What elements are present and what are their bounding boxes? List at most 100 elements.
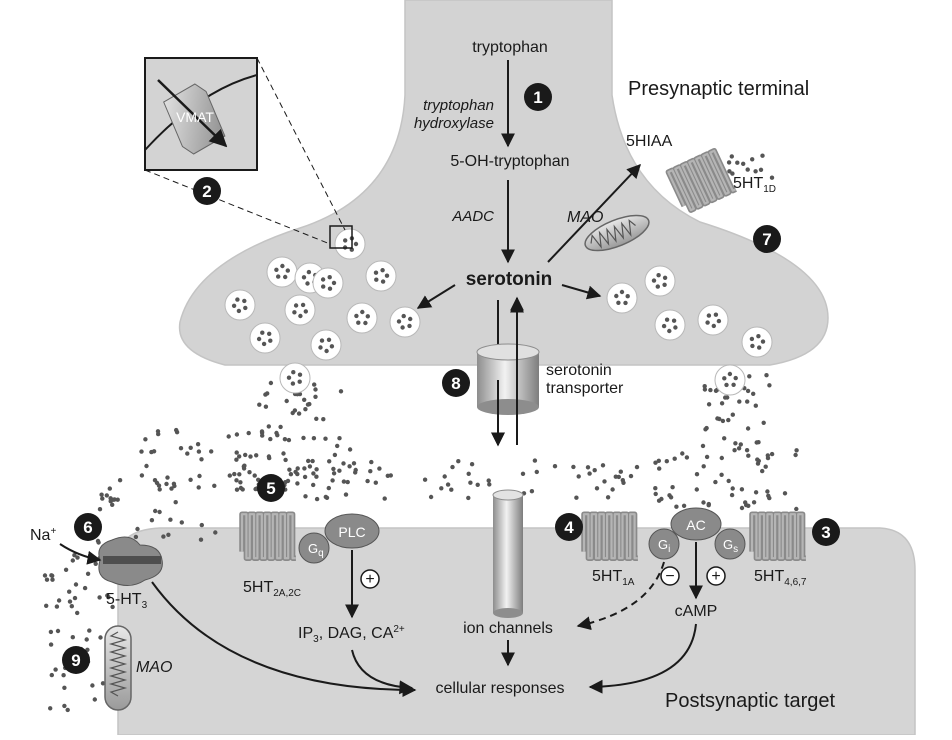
serotonin-dot xyxy=(110,604,115,610)
serotonin-dot xyxy=(84,637,89,642)
serotonin-dot xyxy=(311,471,316,476)
vesicle xyxy=(389,306,421,338)
serotonin-dot xyxy=(62,703,67,709)
serotonin-dot xyxy=(290,410,295,416)
label-oh-tryptophan: 5-OH-tryptophan xyxy=(450,153,569,170)
vesicle xyxy=(279,362,311,394)
serotonin-dot xyxy=(312,382,317,387)
serotonin-dot xyxy=(764,373,769,378)
serotonin-dot xyxy=(237,454,242,459)
serotonin-dot xyxy=(139,473,145,478)
serotonin-dot xyxy=(75,555,80,560)
label-5ht1d: 5HT1D xyxy=(733,175,776,195)
mitochondrion-presynaptic xyxy=(584,214,650,252)
serotonin-dot xyxy=(664,459,669,464)
serotonin-dot xyxy=(439,486,444,491)
serotonin-dot xyxy=(486,478,491,483)
serotonin-dot xyxy=(247,470,252,475)
serotonin-dot xyxy=(704,454,710,460)
serotonin-dot xyxy=(185,451,190,456)
step-number: 6 xyxy=(83,518,92,537)
serotonin-dot xyxy=(571,464,576,470)
serotonin-dot xyxy=(715,416,720,421)
serotonin-dot xyxy=(343,492,349,497)
serotonin-dot xyxy=(93,561,98,566)
serotonin-dot xyxy=(97,595,102,600)
serotonin-dot xyxy=(341,461,346,466)
serotonin-dot xyxy=(445,482,451,487)
vesicle xyxy=(654,309,686,341)
serotonin-dot xyxy=(252,473,257,478)
serotonin-dot xyxy=(745,167,750,172)
svg-text:+: + xyxy=(365,571,374,588)
serotonin-dot xyxy=(755,457,760,462)
gpcr-receptors xyxy=(239,147,806,561)
serotonin-dot xyxy=(69,604,75,609)
serotonin-dot xyxy=(149,518,155,523)
vmat-inset xyxy=(144,57,353,249)
serotonin-dot xyxy=(311,482,316,488)
serotonin-dot xyxy=(100,496,105,501)
serotonin-dot xyxy=(266,424,271,429)
serotonin-dot xyxy=(90,683,95,688)
serotonin-dot xyxy=(552,464,558,469)
serotonin-dot xyxy=(341,479,347,484)
serotonin-dot xyxy=(529,489,535,494)
serotonin-dot xyxy=(761,420,766,425)
serotonin-dot xyxy=(234,478,239,483)
serotonin-dot xyxy=(302,466,307,471)
serotonin-dot xyxy=(600,463,606,468)
serotonin-dot xyxy=(42,573,48,578)
label-camp: cAMP xyxy=(675,603,718,620)
svg-text:−: − xyxy=(665,568,674,585)
arrow-na-entry xyxy=(59,543,102,565)
serotonin-dot xyxy=(769,451,775,457)
serotonin-dot xyxy=(65,707,70,713)
label-5ht1a: 5HT1A xyxy=(592,568,635,588)
label-ion-channels: ion channels xyxy=(463,620,553,637)
serotonin-dot xyxy=(769,175,775,180)
serotonin-dot xyxy=(302,474,308,480)
serotonin-dot xyxy=(70,558,76,563)
serotonin-dot xyxy=(745,426,751,431)
serotonin-dot xyxy=(133,534,139,540)
serotonin-dot xyxy=(466,471,471,476)
serotonin-dot xyxy=(227,473,232,478)
serotonin-dot xyxy=(92,697,98,702)
serotonin-dot xyxy=(782,491,788,496)
serotonin-dot xyxy=(313,387,318,392)
serotonin-dot xyxy=(592,468,597,473)
label-postsynaptic: Postsynaptic target xyxy=(665,690,836,712)
serotonin-dot xyxy=(296,411,302,416)
step-number: 5 xyxy=(266,479,275,498)
serotonin-dot xyxy=(737,399,742,404)
serotonin-dot xyxy=(285,478,291,484)
serotonin-dot xyxy=(487,482,492,487)
serotonin-dot xyxy=(310,458,315,464)
label-vmat: VMAT xyxy=(176,109,214,125)
serotonin-dot xyxy=(365,478,370,484)
label-5ht2a2c: 5HT2A,2C xyxy=(243,579,301,599)
step-marker-5: 5 xyxy=(257,474,285,502)
serotonin-dot xyxy=(106,595,111,600)
serotonin-dot xyxy=(62,685,67,690)
serotonin-dot xyxy=(345,479,350,485)
serotonin-dot xyxy=(307,464,313,469)
serotonin-dot xyxy=(234,457,239,462)
ac-enzyme xyxy=(670,507,722,541)
serotonin-dot xyxy=(758,167,764,172)
serotonin-dot xyxy=(275,433,280,438)
serotonin-dot xyxy=(369,459,374,465)
serotonin-dot xyxy=(197,473,202,479)
serotonin-dot xyxy=(616,474,621,480)
serotonin-dot xyxy=(653,460,658,465)
serotonin-dot xyxy=(475,482,480,487)
serotonin-dot xyxy=(735,160,740,165)
serotonin-dot xyxy=(226,434,231,439)
plus-sign-plc: + xyxy=(360,569,380,589)
serotonin-dot xyxy=(198,537,204,542)
mitochondrion-postsynaptic xyxy=(104,625,132,711)
label-mao-pre: MAO xyxy=(567,209,603,226)
serotonin-dot xyxy=(199,522,204,528)
label-transporter-line1: serotonin xyxy=(546,362,612,379)
